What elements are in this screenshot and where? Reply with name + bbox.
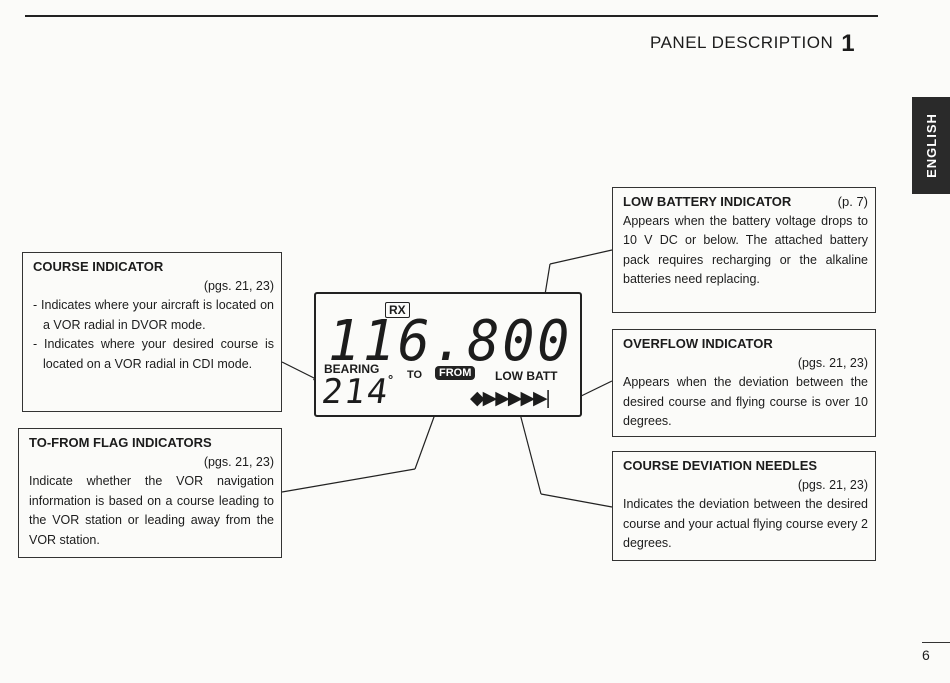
language-tab: ENGLISH: [912, 97, 950, 194]
callout-body: Indicate whether the VOR navigation info…: [29, 474, 274, 547]
callout-ref: (pgs. 21, 23): [203, 278, 274, 293]
callout-overflow: OVERFLOW INDICATOR (pgs. 21, 23) Appears…: [612, 329, 876, 437]
section-title: PANEL DESCRIPTION 1: [650, 30, 855, 58]
to-flag: TO: [407, 369, 423, 381]
callout-low-battery: LOW BATTERY INDICATOR (p. 7) Appears whe…: [612, 187, 876, 313]
bearing-value: 214: [319, 372, 393, 412]
list-item: - Indicates where your desired course is…: [33, 337, 274, 371]
callout-ref: (pgs. 21, 23): [797, 477, 868, 492]
callout-course-indicator: COURSE INDICATOR (pgs. 21, 23) - Indicat…: [22, 252, 282, 412]
page-number: 6: [922, 647, 930, 663]
callout-title: COURSE DEVIATION NEEDLES: [623, 458, 818, 473]
leader-cdn-a: [540, 493, 613, 508]
leader-lowbatt-a: [549, 249, 613, 265]
callout-to-from-flag: TO-FROM FLAG INDICATORS (pgs. 21, 23) In…: [18, 428, 282, 558]
leader-course: [281, 361, 321, 382]
rx-indicator: RX: [385, 302, 410, 318]
callout-title: COURSE INDICATOR: [33, 259, 164, 274]
frequency-readout: 116.800: [328, 309, 573, 374]
callout-body: Appears when the deviation between the d…: [623, 375, 868, 428]
callout-title: TO-FROM FLAG INDICATORS: [29, 435, 212, 450]
list-item: - Indicates where your aircraft is locat…: [33, 298, 274, 332]
callout-title: OVERFLOW INDICATOR: [623, 336, 773, 351]
from-flag: FROM: [435, 366, 476, 380]
section-number: 1: [841, 30, 856, 57]
top-rule: [25, 15, 878, 17]
bearing-label: BEARING: [324, 362, 380, 376]
low-batt-indicator: LOW BATT: [495, 369, 558, 383]
lcd-display: [314, 292, 582, 417]
leader-cdn-b: [517, 405, 542, 495]
section-title-text: PANEL DESCRIPTION: [650, 33, 834, 52]
callout-ref: (p. 7): [837, 194, 868, 209]
callout-body: Indicates the deviation between the desi…: [623, 497, 868, 550]
callout-title-row: LOW BATTERY INDICATOR (p. 7): [623, 192, 868, 212]
callout-course-deviation-needles: COURSE DEVIATION NEEDLES (pgs. 21, 23) I…: [612, 451, 876, 561]
callout-body: Appears when the battery voltage drops t…: [623, 213, 868, 287]
callout-ref: (pgs. 21, 23): [797, 355, 868, 370]
callout-title: LOW BATTERY INDICATOR: [623, 194, 792, 209]
callout-ref: (pgs. 21, 23): [203, 454, 274, 469]
leader-tofrom-a: [281, 468, 416, 493]
deviation-needles: ◆▶▶▶▶▶|: [470, 388, 551, 409]
degree-symbol: °: [388, 372, 394, 387]
page-number-rule: [922, 642, 950, 643]
